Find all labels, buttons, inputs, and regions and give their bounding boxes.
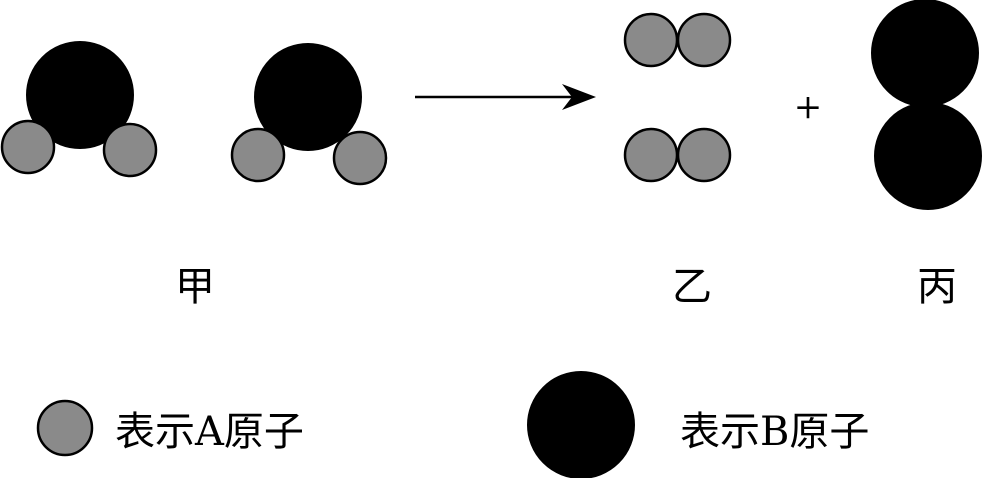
atom-a	[676, 12, 732, 68]
atom-b	[874, 102, 982, 210]
legend-atom-b: 表示B原子	[527, 371, 869, 478]
atom-a	[102, 122, 158, 178]
atom-a	[332, 130, 388, 186]
atom-a	[623, 127, 679, 183]
plus-sign: +	[794, 87, 823, 127]
atom-b	[254, 43, 362, 151]
reaction-arrow	[415, 84, 596, 110]
legend-atom-a-swatch	[36, 399, 94, 457]
atom-a	[676, 127, 732, 183]
reactant-molecule-1	[0, 41, 158, 178]
product-molecule-yi-2	[623, 127, 732, 183]
product-molecule-bing	[871, 0, 982, 210]
atom-a	[230, 127, 286, 183]
atom-a	[0, 119, 56, 175]
label-yi: 乙	[672, 264, 712, 310]
atom-b	[26, 41, 134, 149]
atom-b	[871, 0, 979, 107]
atom-a	[623, 12, 679, 68]
reactant-molecule-2	[230, 43, 388, 186]
legend-atom-b-label: 表示B原子	[680, 409, 869, 455]
label-bing: 丙	[917, 264, 957, 310]
product-molecule-yi-1	[623, 12, 732, 68]
legend-atom-a-label: 表示A原子	[115, 409, 304, 455]
legend-atom-a: 表示A原子	[36, 399, 304, 457]
legend-atom-b-swatch	[527, 371, 635, 478]
label-jia: 甲	[175, 264, 215, 310]
